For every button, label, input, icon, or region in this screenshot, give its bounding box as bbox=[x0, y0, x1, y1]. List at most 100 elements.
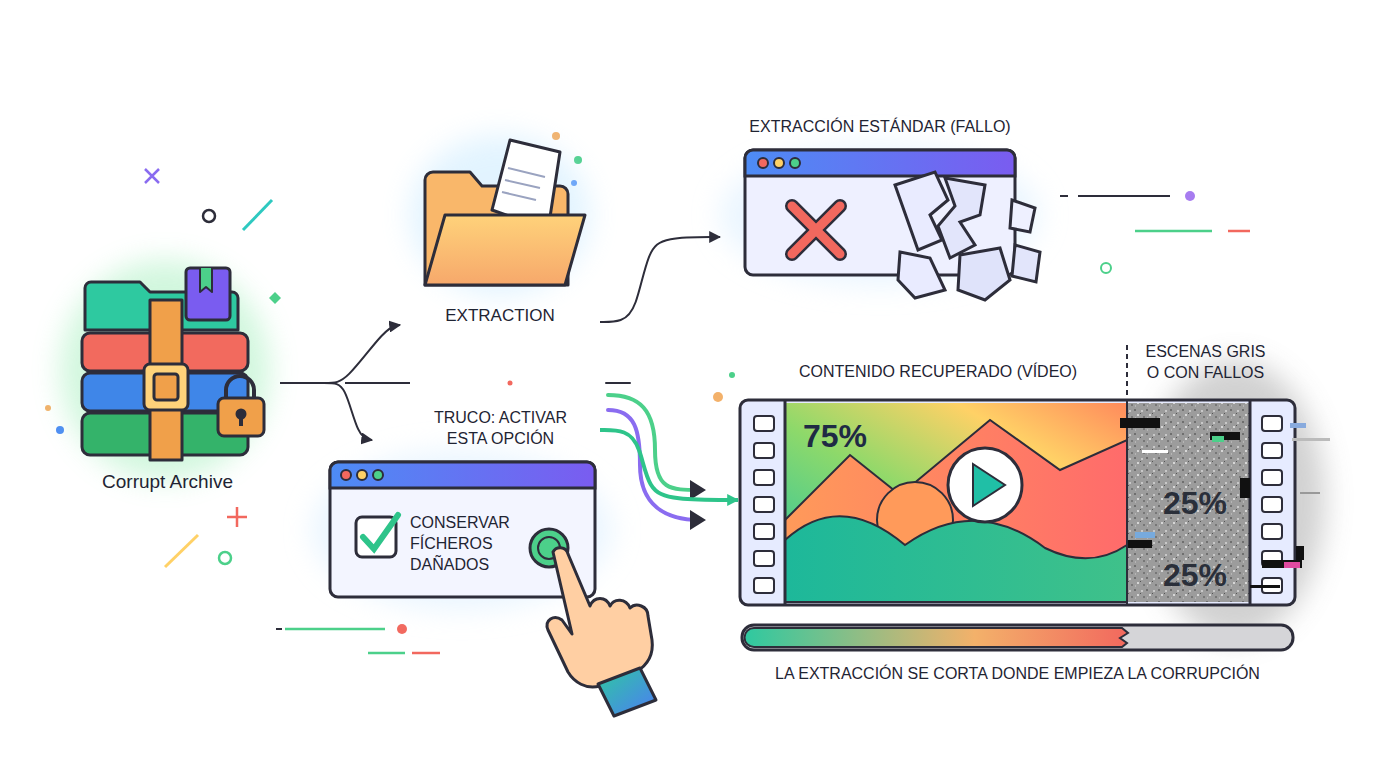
glitch-bits-part bbox=[1128, 540, 1152, 548]
film-strip-part bbox=[1249, 400, 1252, 605]
decorations-part bbox=[285, 628, 385, 631]
decorations-part bbox=[203, 210, 215, 222]
glitch-bits-part bbox=[1142, 450, 1168, 453]
folder-icon-part bbox=[502, 168, 545, 200]
split-line bbox=[345, 382, 410, 384]
failed-window bbox=[720, 145, 1040, 300]
film-strip-part bbox=[948, 448, 1022, 522]
glitch-bits-part bbox=[1284, 562, 1300, 568]
flow-ribbons-part bbox=[690, 480, 706, 530]
node-heading: ESCENAS GRIS O CON FALLOS bbox=[1138, 342, 1273, 384]
decorations-part bbox=[1185, 191, 1195, 201]
glitch-bits-part bbox=[1262, 560, 1302, 568]
node-heading: TRUCO: ACTIVAR ESTA OPCIÓN bbox=[413, 408, 588, 450]
glitch-bits-part bbox=[1212, 436, 1224, 442]
decorations-part bbox=[1060, 195, 1068, 197]
film-strip-part bbox=[973, 464, 1005, 506]
film-strip-part bbox=[785, 403, 1127, 602]
film-strip-part-part bbox=[1262, 443, 1282, 458]
decorations-part bbox=[412, 652, 440, 655]
progress-bar bbox=[742, 625, 1293, 650]
corrupt-scenes-node: ESCENAS GRIS O CON FALLOS25%25% bbox=[1120, 340, 1285, 610]
decorations-part bbox=[227, 507, 247, 527]
archive-icon-part bbox=[200, 268, 212, 292]
archive-icon-part bbox=[218, 398, 264, 436]
percent-value: 25% bbox=[1135, 555, 1255, 597]
option-label: CONSERVAR FÍCHEROS DAÑADOS bbox=[410, 513, 535, 575]
option-window-part bbox=[341, 470, 351, 480]
decorations-part bbox=[56, 426, 64, 434]
flow-arrow bbox=[280, 325, 400, 383]
node-heading: EXTRACCIÓN ESTÁNDAR (FALLO) bbox=[720, 117, 1040, 138]
film-strip-part-part bbox=[754, 551, 774, 566]
decorations-part bbox=[552, 132, 560, 140]
flow-ribbons-part bbox=[606, 382, 630, 384]
pointing-hand-part bbox=[547, 548, 652, 687]
decorations-part bbox=[1101, 263, 1111, 273]
failed-window-part bbox=[792, 206, 840, 254]
decorations-part bbox=[729, 372, 735, 378]
node-label: EXTRACTION bbox=[400, 305, 600, 327]
failed-extraction-node: EXTRACCIÓN ESTÁNDAR (FALLO) bbox=[720, 110, 1040, 280]
film-strip-part-part bbox=[754, 524, 774, 539]
decorations-part bbox=[45, 405, 51, 411]
archive-icon-part bbox=[239, 414, 243, 426]
node-label: Corrupt Archive bbox=[55, 470, 280, 495]
film-strip-part-part bbox=[1262, 416, 1282, 431]
film-strip-part-part bbox=[754, 470, 774, 485]
film-strip-part bbox=[785, 516, 1127, 602]
flow-ribbons bbox=[606, 383, 706, 530]
decorations-part bbox=[713, 392, 723, 402]
failed-window-part bbox=[958, 248, 1010, 300]
option-node: TRUCO: ACTIVAR ESTA OPCIÓN CONSERVAR FÍCH… bbox=[372, 400, 600, 600]
decorations bbox=[45, 132, 1250, 653]
film-strip bbox=[740, 360, 1325, 640]
decorations-part bbox=[1078, 195, 1170, 197]
decorations-part bbox=[219, 552, 231, 564]
progress-bar-part bbox=[745, 628, 1129, 647]
flow-arrow bbox=[280, 383, 372, 440]
option-window-part bbox=[357, 470, 367, 480]
failed-window-part bbox=[774, 158, 784, 168]
film-strip-part-part bbox=[1262, 524, 1282, 539]
caption-note: LA EXTRACCIÓN SE CORTA DONDE EMPIEZA LA … bbox=[650, 664, 1376, 685]
failed-window-part bbox=[1010, 200, 1035, 232]
failed-window-part bbox=[790, 158, 800, 168]
decorations-part bbox=[397, 624, 407, 634]
decorations-part bbox=[165, 535, 198, 567]
node-heading: CONTENIDO RECUPERADO (VÍDEO) bbox=[738, 362, 1138, 383]
film-strip-part bbox=[1126, 400, 1128, 605]
film-strip-part-part bbox=[754, 578, 774, 593]
decorations-part bbox=[243, 200, 272, 230]
extraction-node: EXTRACTION bbox=[400, 120, 600, 335]
glitch-bits-part bbox=[1120, 418, 1160, 428]
video-node: CONTENIDO RECUPERADO (VÍDEO)75%ESCENAS G… bbox=[738, 340, 1298, 610]
glitch-bits-part bbox=[1135, 532, 1155, 538]
film-strip-part-part bbox=[1262, 470, 1282, 485]
archive-node: Corrupt Archive bbox=[55, 255, 280, 505]
decorations-part bbox=[508, 381, 513, 386]
archive-icon bbox=[60, 260, 270, 480]
failed-window-part bbox=[1012, 245, 1040, 282]
glitch-bits-part bbox=[1292, 438, 1330, 441]
pointing-hand-part bbox=[598, 668, 656, 716]
archive-icon-part bbox=[144, 364, 188, 410]
option-window-part bbox=[373, 470, 383, 480]
decorations-part bbox=[368, 652, 405, 655]
failed-window-part bbox=[745, 150, 1015, 176]
archive-icon-part bbox=[226, 376, 254, 400]
folder-icon bbox=[410, 135, 590, 295]
glitch-bits-part bbox=[1296, 546, 1304, 560]
progress-bar-part bbox=[742, 625, 1293, 650]
option-window-part bbox=[330, 462, 595, 488]
failed-window-part bbox=[758, 158, 768, 168]
flow-arrow bbox=[600, 430, 738, 500]
decorations-part bbox=[1135, 230, 1212, 233]
pointing-hand bbox=[547, 548, 656, 716]
decorations-part bbox=[276, 628, 282, 630]
glitch-bits-part bbox=[1250, 585, 1280, 588]
decorations-part bbox=[1228, 230, 1250, 233]
archive-icon-part bbox=[186, 268, 230, 320]
